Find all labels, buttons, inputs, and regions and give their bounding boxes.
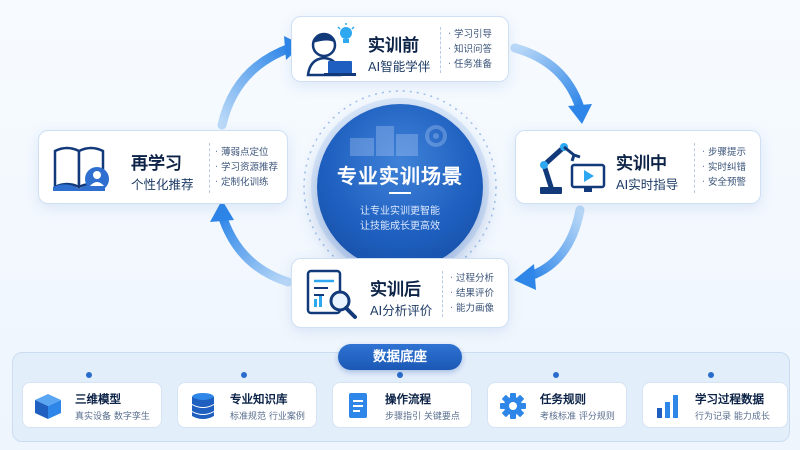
- stage-after-bullets: 过程分析 结果评价 能力画像: [450, 271, 494, 316]
- arrow-during-to-after: [525, 205, 585, 281]
- connector-dot: [708, 372, 714, 378]
- book-user-icon: [51, 139, 113, 201]
- stage-before-title: 实训前: [368, 36, 419, 56]
- base-item-knowledge-base[interactable]: 专业知识库 标准规范 行业案例: [177, 382, 317, 428]
- center-tagline-1: 让专业实训更智能: [360, 206, 440, 217]
- bullet: 安全预警: [702, 175, 746, 190]
- stage-before-subtitle: AI智能学伴: [368, 59, 431, 74]
- stage-during-subtitle: AI实时指导: [616, 177, 679, 192]
- arrow-after-to-relearn: [217, 210, 293, 287]
- base-item-sub: 真实设备 数字孪生: [75, 412, 150, 422]
- base-item-task-rules[interactable]: 任务规则 考核标准 评分规则: [487, 382, 627, 428]
- base-item-title: 任务规则: [540, 392, 586, 406]
- base-item-title: 学习过程数据: [695, 392, 764, 406]
- base-item-operation-flow[interactable]: 操作流程 步骤指引 关键要点: [332, 382, 472, 428]
- stage-card-after[interactable]: 实训后 AI分析评价 过程分析 结果评价 能力画像: [291, 258, 509, 328]
- base-item-sub: 行为记录 能力成长: [695, 412, 770, 422]
- base-item-sub: 考核标准 评分规则: [540, 412, 615, 422]
- stage-card-during[interactable]: 实训中 AI实时指导 步骤提示 实时纠错 安全预警: [515, 130, 761, 204]
- bullet: 定制化训练: [215, 175, 278, 190]
- base-item-title: 三维模型: [75, 392, 121, 406]
- bullet: 薄弱点定位: [215, 145, 278, 160]
- bullet: 知识问答: [448, 42, 492, 57]
- base-item-learning-data[interactable]: 学习过程数据 行为记录 能力成长: [642, 382, 788, 428]
- bullet: 结果评价: [450, 286, 494, 301]
- database-icon: [188, 392, 218, 424]
- center-divider: [389, 192, 411, 194]
- base-item-sub: 步骤指引 关键要点: [385, 412, 460, 422]
- stage-during-bullets: 步骤提示 实时纠错 安全预警: [702, 145, 746, 190]
- gear-icon: [498, 392, 528, 424]
- stage-relearn-bullets: 薄弱点定位 学习资源推荐 定制化训练: [215, 145, 278, 190]
- stage-before-divider: [440, 27, 441, 73]
- stage-during-divider: [694, 143, 695, 193]
- base-item-3d-model[interactable]: 三维模型 真实设备 数字孪生: [22, 382, 162, 428]
- factory-silhouette-icon: [350, 125, 447, 156]
- stage-card-before[interactable]: 实训前 AI智能学伴 学习引导 知识问答 任务准备: [291, 16, 509, 82]
- connector-dot: [397, 372, 403, 378]
- student-laptop-icon: [302, 23, 358, 81]
- stage-relearn-divider: [209, 143, 210, 193]
- bar-chart-icon: [653, 392, 683, 424]
- connector-dot: [553, 372, 559, 378]
- connector-dot: [241, 372, 247, 378]
- document-icon: [343, 392, 373, 424]
- stage-after-subtitle: AI分析评价: [370, 303, 433, 318]
- robot-arm-monitor-icon: [526, 139, 608, 201]
- stage-after-divider: [442, 271, 443, 317]
- base-item-title: 专业知识库: [230, 392, 288, 406]
- stage-before-bullets: 学习引导 知识问答 任务准备: [448, 27, 492, 72]
- stage-relearn-subtitle: 个性化推荐: [131, 177, 194, 192]
- stage-during-title: 实训中: [616, 154, 667, 174]
- data-foundation-label: 数据底座: [338, 344, 462, 370]
- arrow-relearn-to-before: [217, 43, 295, 130]
- bullet: 学习资源推荐: [215, 160, 278, 175]
- center-title: 专业实训场景: [337, 164, 463, 188]
- bullet: 实时纠错: [702, 160, 746, 175]
- stage-relearn-title: 再学习: [131, 154, 182, 174]
- base-item-title: 操作流程: [385, 392, 431, 406]
- center-tagline-2: 让技能成长更高效: [360, 221, 440, 232]
- arrow-before-to-during: [510, 43, 585, 113]
- bullet: 能力画像: [450, 301, 494, 316]
- cube-icon: [33, 392, 63, 424]
- stage-after-title: 实训后: [370, 280, 421, 300]
- bullet: 过程分析: [450, 271, 494, 286]
- bullet: 任务准备: [448, 57, 492, 72]
- base-item-sub: 标准规范 行业案例: [230, 412, 305, 422]
- center-hub: 专业实训场景 让专业实训更智能 让技能成长更高效: [317, 104, 483, 270]
- bullet: 学习引导: [448, 27, 492, 42]
- bullet: 步骤提示: [702, 145, 746, 160]
- connector-dot: [86, 372, 92, 378]
- report-magnifier-icon: [306, 267, 360, 327]
- stage-card-relearn[interactable]: 再学习 个性化推荐 薄弱点定位 学习资源推荐 定制化训练: [38, 130, 288, 204]
